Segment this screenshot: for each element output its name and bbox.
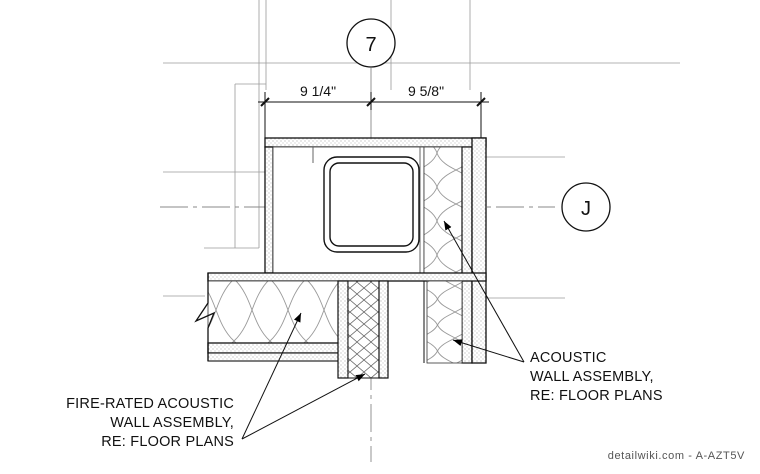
fire-rated-callout-line-1: FIRE-RATED ACOUSTIC bbox=[66, 396, 234, 412]
dimension-right: 9 5/8" bbox=[408, 83, 444, 99]
fire-rated-callout: FIRE-RATED ACOUSTIC WALL ASSEMBLY, RE: F… bbox=[66, 396, 234, 450]
acoustic-callout: ACOUSTIC WALL ASSEMBLY, RE: FLOOR PLANS bbox=[530, 350, 663, 404]
column-enclosure-top-board bbox=[264, 137, 487, 148]
watermark: detailwiki.com - A-AZT5V bbox=[608, 450, 745, 462]
fire-rated-partition-core bbox=[347, 280, 380, 379]
acoustic-callout-line-1: ACOUSTIC bbox=[530, 350, 607, 366]
fire-rated-leader-left bbox=[241, 312, 302, 440]
dimension-left: 9 1/4" bbox=[300, 83, 336, 99]
column-enclosure-left-board bbox=[264, 146, 274, 274]
fire-rated-insulation bbox=[207, 280, 339, 344]
acoustic-callout-line-2: WALL ASSEMBLY, bbox=[530, 369, 654, 385]
acoustic-leader-lower bbox=[452, 339, 525, 363]
fire-rated-callout-line-2: WALL ASSEMBLY, bbox=[110, 415, 234, 431]
acoustic-wall-board-outer bbox=[471, 137, 487, 364]
fire-rated-partition-board-right bbox=[378, 280, 389, 379]
grid-tag-column: 7 bbox=[365, 34, 376, 56]
acoustic-insulation-lower bbox=[426, 280, 463, 364]
dimension-string bbox=[258, 92, 489, 141]
fire-rated-partition-board-left bbox=[337, 280, 349, 379]
grid-bubble-7: 7 bbox=[346, 18, 396, 68]
steel-hss-column bbox=[323, 156, 420, 253]
break-line bbox=[194, 273, 216, 361]
grid-tag-row: J bbox=[581, 198, 591, 220]
acoustic-leader-upper bbox=[443, 220, 525, 363]
acoustic-callout-line-3: RE: FLOOR PLANS bbox=[530, 388, 663, 404]
fire-rated-leader-right bbox=[241, 373, 366, 440]
acoustic-insulation-upper bbox=[423, 146, 463, 274]
grid-bubble-j: J bbox=[561, 182, 611, 232]
fire-rated-callout-line-3: RE: FLOOR PLANS bbox=[101, 434, 234, 450]
fire-rated-board-lower bbox=[207, 352, 341, 362]
horizontal-board-band bbox=[207, 272, 487, 282]
fire-rated-board-bottom bbox=[207, 342, 341, 354]
